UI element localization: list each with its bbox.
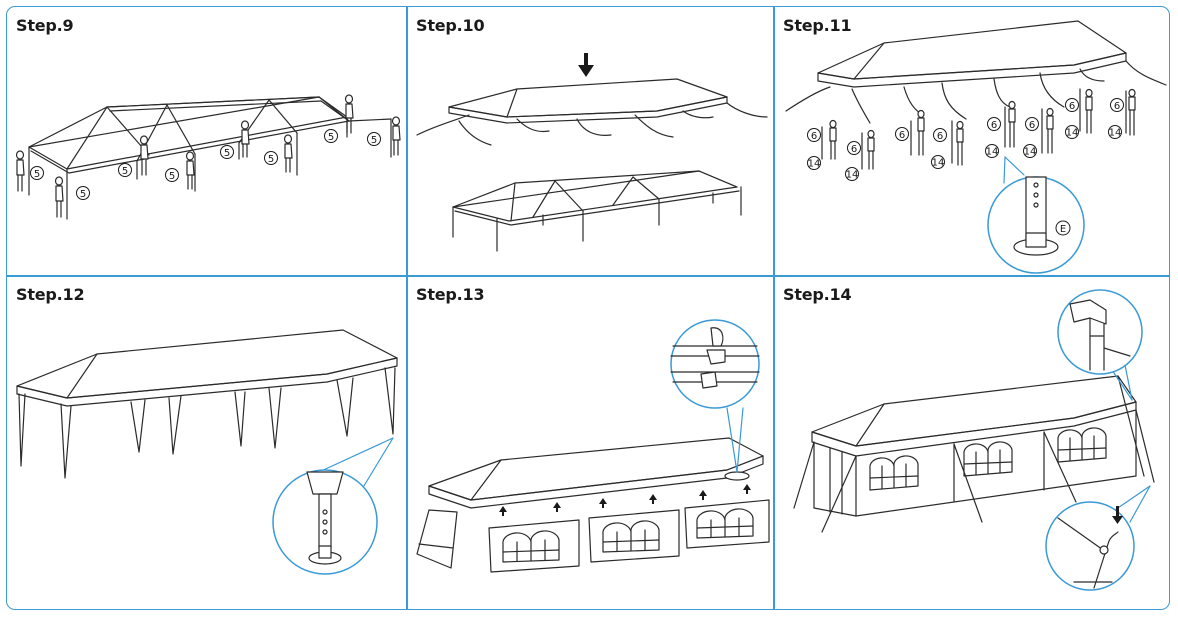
step-label: Step.10 <box>416 16 485 35</box>
window-panel <box>870 456 918 490</box>
part-callout-5: 5 <box>77 187 90 200</box>
panel-step-14: Step.14 <box>774 276 1170 610</box>
person-figure <box>17 151 25 191</box>
up-arrow-icon <box>699 490 707 500</box>
up-arrow-icon <box>599 498 607 508</box>
panel-step-11: Step.11 6 14 <box>774 7 1170 275</box>
svg-text:E: E <box>1060 224 1066 235</box>
svg-text:6: 6 <box>899 130 905 141</box>
side-panel <box>417 510 457 568</box>
person-figure <box>187 152 195 189</box>
panel-step-13: Step.13 <box>407 276 773 610</box>
person-figure <box>393 117 401 155</box>
leg-with-person: 6 14 <box>808 121 837 170</box>
instruction-grid: Step.9 <box>6 6 1170 610</box>
svg-text:5: 5 <box>80 189 86 200</box>
leg-with-person: 6 14 <box>986 102 1016 158</box>
wall-panel <box>685 500 769 548</box>
svg-text:14: 14 <box>1024 147 1037 158</box>
svg-text:6: 6 <box>1114 101 1120 112</box>
window-panel <box>964 442 1012 476</box>
person-figure <box>242 121 250 157</box>
panel-step-12: Step.12 <box>7 276 406 610</box>
svg-text:5: 5 <box>122 166 128 177</box>
up-arrow-icon <box>649 494 657 504</box>
svg-text:6: 6 <box>811 131 817 142</box>
grid-divider-horizontal <box>7 275 1169 277</box>
frame-assembly-illustration: 5 5 5 5 5 5 5 5 <box>7 7 406 275</box>
leg-with-person: 6 14 <box>1066 89 1093 139</box>
wall-panel <box>489 520 579 572</box>
leg-with-person: 6 14 <box>1024 109 1054 158</box>
person-figure <box>56 177 64 217</box>
person-figure <box>285 135 293 172</box>
up-arrow-icon <box>499 506 507 516</box>
panel-step-10: Step.10 <box>407 7 773 275</box>
part-callout-E: E <box>1056 221 1070 235</box>
step-label: Step.9 <box>16 16 74 35</box>
svg-text:6: 6 <box>937 131 943 142</box>
leg-with-person: 6 14 <box>846 131 875 181</box>
svg-text:14: 14 <box>846 170 859 181</box>
down-arrow-icon <box>578 53 594 77</box>
grid-divider-vertical-1 <box>406 7 408 609</box>
person-figure <box>346 95 354 133</box>
grid-divider-vertical-2 <box>773 7 775 609</box>
detail-zoom-circle <box>1058 290 1142 374</box>
up-arrow-icon <box>553 502 561 512</box>
part-callout-5: 5 <box>31 167 44 180</box>
svg-text:5: 5 <box>371 135 377 146</box>
sidewall-attachment-illustration <box>407 276 773 610</box>
svg-text:6: 6 <box>991 120 997 131</box>
svg-text:14: 14 <box>1066 128 1079 139</box>
detail-zoom-circle <box>1046 502 1134 590</box>
step-label: Step.14 <box>783 285 852 304</box>
svg-text:14: 14 <box>932 158 945 169</box>
svg-text:5: 5 <box>224 148 230 159</box>
up-arrow-icon <box>743 484 751 494</box>
leg-with-person: 6 14 <box>932 121 964 169</box>
svg-text:5: 5 <box>268 154 274 165</box>
window-panel <box>1058 428 1106 462</box>
svg-text:14: 14 <box>808 159 821 170</box>
part-callout-5: 5 <box>119 164 132 177</box>
part-callout-5: 5 <box>221 146 234 159</box>
part-callout-5: 5 <box>325 130 338 143</box>
svg-text:5: 5 <box>34 169 40 180</box>
completed-tent-illustration <box>774 276 1170 610</box>
person-figure <box>141 136 149 175</box>
standing-tent-illustration <box>7 276 406 610</box>
part-callout-5: 5 <box>166 169 179 182</box>
wall-panel <box>589 510 679 562</box>
svg-text:6: 6 <box>1069 101 1075 112</box>
raise-tent-illustration: 6 14 6 14 6 6 14 <box>774 7 1170 275</box>
svg-text:6: 6 <box>851 144 857 155</box>
leg-with-person: 6 14 <box>1109 90 1136 139</box>
svg-text:14: 14 <box>1109 128 1122 139</box>
svg-text:5: 5 <box>169 171 175 182</box>
step-label: Step.12 <box>16 285 85 304</box>
svg-text:6: 6 <box>1029 120 1035 131</box>
canopy-placement-illustration <box>407 53 773 275</box>
part-callout-5: 5 <box>265 152 278 165</box>
svg-text:5: 5 <box>328 132 334 143</box>
down-arrow-icon <box>1112 506 1123 524</box>
part-callout-5: 5 <box>368 133 381 146</box>
leg-with-person: 6 <box>896 111 925 156</box>
step-label: Step.11 <box>783 16 852 35</box>
svg-text:14: 14 <box>986 147 999 158</box>
panel-step-9: Step.9 <box>7 7 406 275</box>
step-label: Step.13 <box>416 285 485 304</box>
